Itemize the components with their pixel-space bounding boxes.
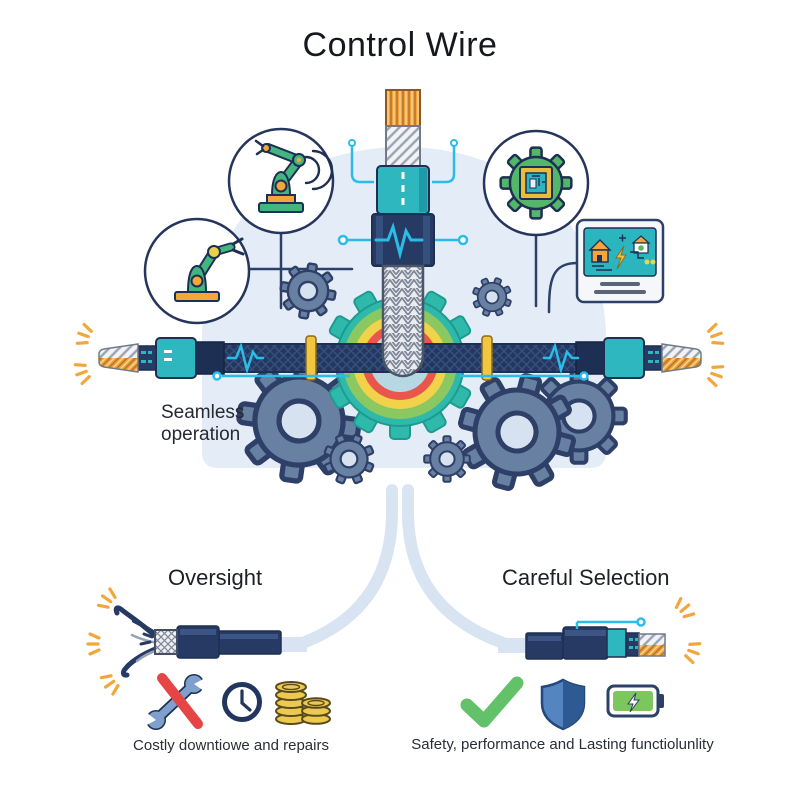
page-title: Control Wire — [302, 26, 498, 64]
robot-arm-icon — [227, 127, 335, 235]
connector-lines — [247, 231, 579, 314]
chip-gear-icon — [482, 129, 590, 237]
intact-cable-icon — [498, 595, 704, 665]
branch-title-oversight: Oversight — [168, 565, 263, 590]
clock-icon — [222, 682, 262, 722]
robot-arm-icon — [143, 217, 251, 325]
checkmark-icon — [460, 676, 524, 728]
branch-title-careful-selection: Careful Selection — [502, 565, 670, 590]
coins-icon — [275, 681, 331, 725]
shield-icon — [540, 678, 586, 731]
broken-wrench-icon — [143, 673, 207, 730]
smart-home-monitor-icon — [575, 218, 665, 304]
branch-caption-left: Costly downtiowe and repairs — [133, 737, 329, 754]
battery-icon — [606, 684, 664, 718]
hub-label: Seamless operation — [161, 402, 245, 445]
control-cable-cross-section-icon — [348, 89, 458, 378]
branch-caption-right: Safety, performance and Lasting functiol… — [411, 736, 714, 753]
frayed-cable-icon — [86, 586, 307, 697]
branch-connector — [294, 484, 512, 650]
